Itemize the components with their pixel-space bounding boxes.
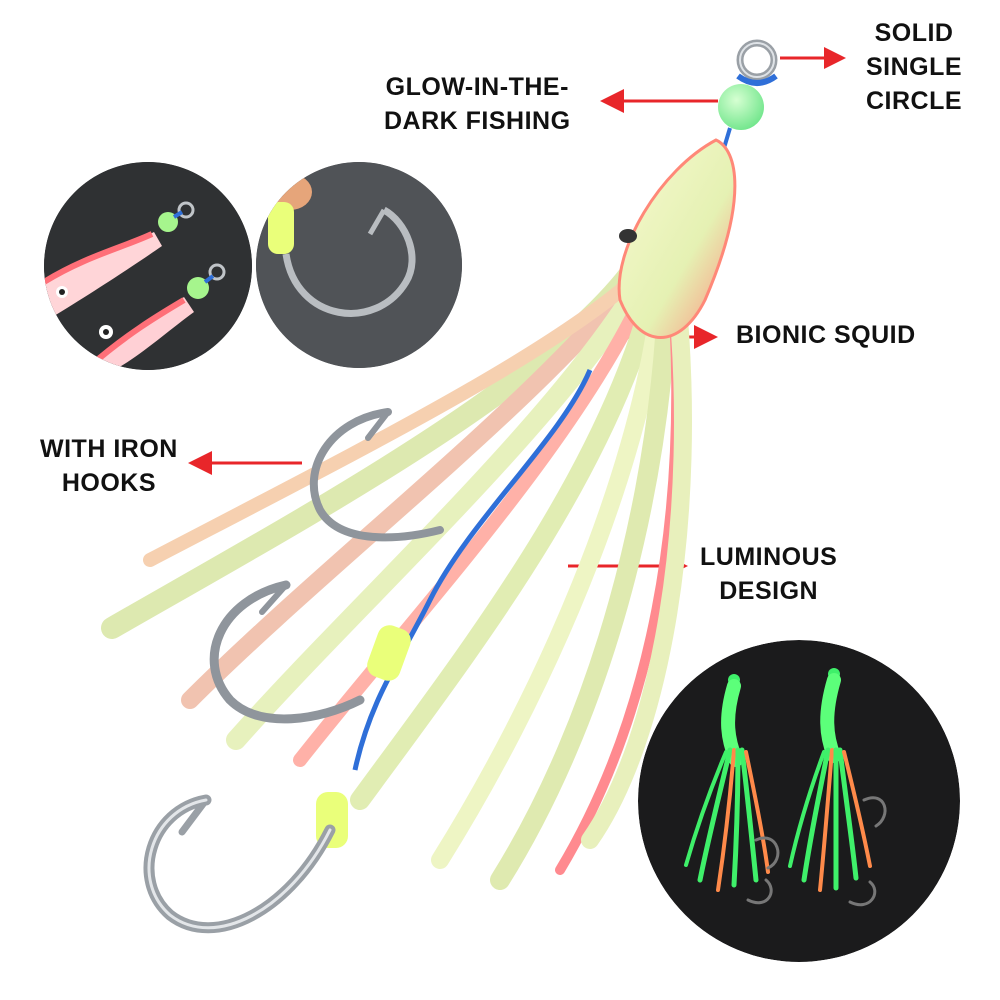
hook-sleeve (367, 625, 411, 681)
squid-eye (619, 229, 637, 243)
label-circle-line-1: SOLID (874, 19, 954, 47)
label-hooks-line-1: WITH IRON (40, 435, 178, 463)
glow-in-dark-photo (638, 640, 960, 962)
assist-line (352, 369, 593, 771)
label-circle: SOLID SINGLE CIRCLE (866, 16, 962, 118)
label-circle-line-2: SINGLE (866, 53, 963, 81)
arrow-hooks (188, 451, 302, 475)
squid-head (617, 138, 737, 339)
detail-photo-hook (256, 162, 462, 368)
label-hooks: WITH IRON HOOKS (40, 432, 178, 500)
label-glow-line-2: DARK FISHING (384, 107, 571, 135)
iron-hooks (143, 408, 444, 934)
solid-ring (736, 39, 778, 86)
glow-bead (718, 84, 764, 130)
detail-photo-lures (44, 162, 252, 370)
line-segment (722, 127, 732, 149)
label-glow-line-1: GLOW-IN-THE- (385, 73, 569, 101)
label-luminous: LUMINOUS DESIGN (700, 540, 837, 608)
label-luminous-line-1: LUMINOUS (700, 543, 838, 571)
label-squid: BIONIC SQUID (736, 318, 916, 352)
arrow-circle (780, 47, 846, 69)
label-squid-line-1: BIONIC SQUID (736, 321, 916, 349)
label-luminous-line-2: DESIGN (719, 577, 819, 605)
arrow-glow (600, 89, 718, 113)
label-glow: GLOW-IN-THE- DARK FISHING (384, 70, 571, 138)
squid-tentacles (101, 249, 692, 890)
label-hooks-line-2: HOOKS (61, 469, 156, 497)
label-circle-line-3: CIRCLE (866, 87, 963, 115)
